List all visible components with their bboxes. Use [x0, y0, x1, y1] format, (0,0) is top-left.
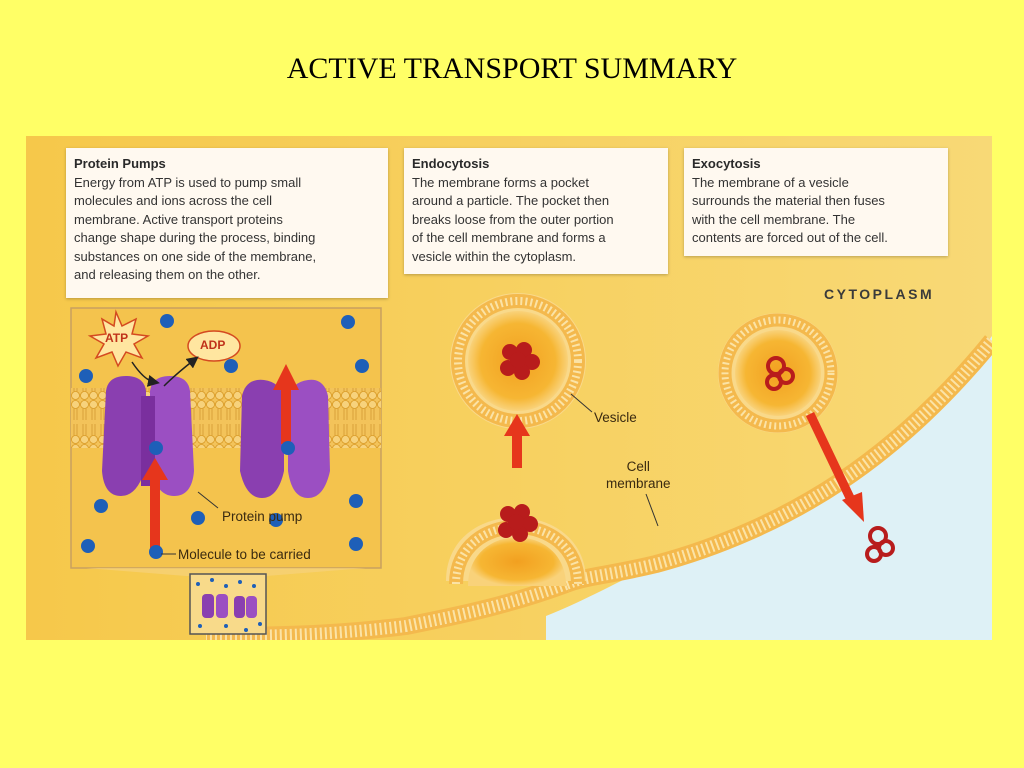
endocytosis-text: The membrane forms a pocket around a par…	[412, 174, 614, 264]
protein-pump-label: Protein pump	[222, 509, 303, 524]
protein-pump-2	[240, 379, 330, 498]
molecule-label: Molecule to be carried	[178, 547, 311, 562]
extracellular-region	[546, 336, 992, 640]
cell-membrane-label: Cell membrane	[606, 459, 671, 491]
protein-pumps-box: Protein Pumps Energy from ATP is used to…	[66, 148, 388, 298]
adp-bubble	[187, 330, 241, 362]
exocytosis-heading: Exocytosis	[692, 156, 761, 171]
endocytosis-box: Endocytosis The membrane forms a pocket …	[404, 148, 668, 274]
exocytosis-vesicle	[718, 313, 838, 433]
cytoplasm-label: CYTOPLASM	[824, 286, 935, 302]
endocytosis-heading: Endocytosis	[412, 156, 490, 171]
protein-pump-1	[102, 376, 194, 496]
released-particle	[865, 526, 895, 563]
atp-label: ATP	[105, 331, 129, 345]
protein-pump-panel	[70, 307, 382, 569]
endocytosis-pocket	[446, 504, 586, 586]
protein-pumps-heading: Protein Pumps	[74, 156, 166, 171]
active-transport-figure: Protein Pumps Energy from ATP is used to…	[26, 136, 992, 640]
adp-label: ADP	[200, 338, 226, 352]
vesicle-label: Vesicle	[594, 410, 637, 425]
protein-pumps-text: Energy from ATP is used to pump small mo…	[74, 174, 317, 283]
exocytosis-text: The membrane of a vesicle surrounds the …	[692, 174, 888, 246]
slide-title: ACTIVE TRANSPORT SUMMARY	[286, 52, 738, 85]
atp-starburst	[87, 309, 151, 368]
pump-inset	[189, 573, 267, 635]
molecules	[79, 314, 369, 559]
exocytosis-box: Exocytosis The membrane of a vesicle sur…	[684, 148, 948, 256]
endocytosis-vesicle-upper	[450, 293, 586, 429]
